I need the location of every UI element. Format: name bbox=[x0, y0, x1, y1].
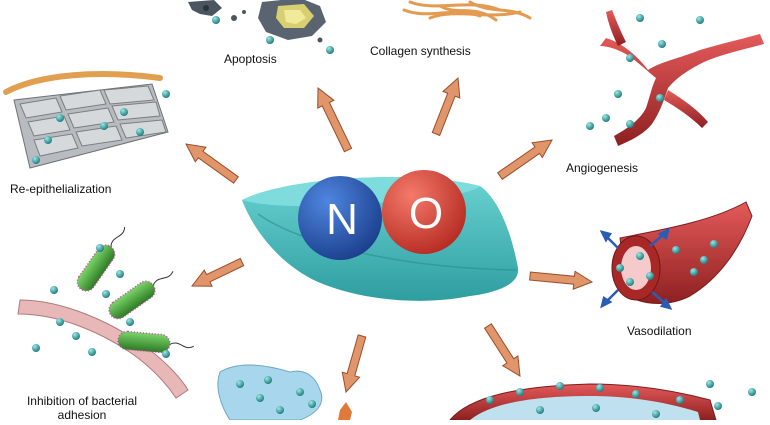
angiogenesis-illustration bbox=[600, 10, 764, 146]
no-molecule-dot bbox=[672, 246, 680, 254]
arrow-to-reepithelialization bbox=[185, 143, 239, 184]
no-molecule-dot bbox=[710, 240, 718, 248]
no-molecule-dot bbox=[32, 344, 40, 352]
nitrogen-letter: N bbox=[326, 195, 358, 244]
label-angiogenesis: Angiogenesis bbox=[566, 161, 639, 175]
no-molecule-dot bbox=[136, 128, 144, 136]
arrow-to-vasodilation bbox=[529, 270, 594, 290]
no-molecule-dot bbox=[264, 376, 272, 384]
no-molecule-dot bbox=[256, 394, 264, 402]
no-molecule-dot bbox=[516, 388, 524, 396]
no-molecule-dot bbox=[616, 264, 624, 272]
no-molecule-dot bbox=[614, 90, 622, 98]
no-molecule-dot bbox=[636, 14, 644, 22]
no-molecule-dot bbox=[596, 384, 604, 392]
arrow-to-bottom-right bbox=[483, 323, 521, 377]
no-molecule-dot bbox=[56, 318, 64, 326]
no-molecule-dot bbox=[700, 256, 708, 264]
no-molecule-dot bbox=[486, 396, 494, 404]
arrow-to-bottom-left bbox=[341, 334, 367, 394]
no-molecule-dot bbox=[646, 272, 654, 280]
no-molecule-dot bbox=[592, 404, 600, 412]
nitrogen-atom: N bbox=[298, 176, 382, 260]
arrow-to-bacterial bbox=[190, 257, 245, 287]
no-molecule-dot bbox=[50, 286, 58, 294]
collagen-illustration bbox=[402, 0, 532, 22]
no-molecule-dot bbox=[266, 36, 274, 44]
no-molecule-dot bbox=[236, 380, 244, 388]
no-molecule-dot bbox=[120, 108, 128, 116]
oxygen-letter: O bbox=[409, 189, 443, 238]
no-molecule-dot bbox=[656, 94, 664, 102]
no-molecule-dot bbox=[536, 406, 544, 414]
vasodilation-illustration bbox=[599, 201, 753, 310]
no-molecule-dot bbox=[626, 278, 634, 286]
no-molecule-dot bbox=[162, 90, 170, 98]
no-molecule-dot bbox=[714, 402, 722, 410]
no-molecule-dot bbox=[706, 380, 714, 388]
no-molecule-dot bbox=[212, 16, 220, 24]
no-molecule-dot bbox=[44, 136, 52, 144]
no-molecule-dot bbox=[690, 268, 698, 276]
no-molecule-dot bbox=[308, 400, 316, 408]
no-molecule-dot bbox=[696, 16, 704, 24]
center-no-dish bbox=[242, 177, 519, 301]
arrow-to-angiogenesis bbox=[497, 139, 553, 180]
no-molecule-dot bbox=[296, 388, 304, 396]
apoptosis-illustration bbox=[188, 0, 326, 43]
label-reepithelialization: Re-epithelialization bbox=[10, 182, 112, 196]
arrows-group bbox=[185, 76, 594, 394]
no-molecule-dot bbox=[602, 114, 610, 122]
label-collagen-synthesis: Collagen synthesis bbox=[370, 44, 471, 58]
no-molecule-dot bbox=[636, 252, 644, 260]
oxygen-atom: O bbox=[382, 170, 466, 254]
arrow-to-apoptosis bbox=[317, 86, 353, 153]
no-molecule-dot bbox=[116, 270, 124, 278]
label-bacterial-adhesion: Inhibition of bacterial adhesion bbox=[26, 394, 138, 422]
no-molecule-dot bbox=[126, 318, 134, 326]
no-molecule-dot bbox=[586, 122, 594, 130]
no-molecules bbox=[32, 14, 756, 418]
no-molecule-dot bbox=[626, 54, 634, 62]
no-molecule-dot bbox=[100, 122, 108, 130]
bottom-cell-illustration bbox=[217, 364, 352, 421]
no-molecule-dot bbox=[652, 410, 660, 418]
no-molecule-dot bbox=[626, 120, 634, 128]
no-molecule-dot bbox=[32, 156, 40, 164]
reepithelialization-illustration bbox=[3, 71, 169, 169]
no-molecule-dot bbox=[632, 390, 640, 398]
no-molecule-dot bbox=[326, 46, 334, 54]
label-apoptosis: Apoptosis bbox=[224, 52, 277, 66]
no-molecule-dot bbox=[102, 290, 110, 298]
no-molecule-dot bbox=[676, 396, 684, 404]
no-molecule-dot bbox=[96, 244, 104, 252]
no-molecule-dot bbox=[56, 114, 64, 122]
arrow-to-collagen bbox=[431, 76, 461, 137]
no-molecule-dot bbox=[748, 388, 756, 396]
bacterial-illustration bbox=[17, 226, 195, 399]
label-vasodilation: Vasodilation bbox=[627, 324, 692, 338]
no-molecule-dot bbox=[276, 406, 284, 414]
no-molecule-dot bbox=[88, 348, 96, 356]
no-molecule-dot bbox=[72, 332, 80, 340]
no-molecule-dot bbox=[658, 40, 666, 48]
no-molecule-dot bbox=[162, 350, 170, 358]
no-molecule-dot bbox=[556, 382, 564, 390]
